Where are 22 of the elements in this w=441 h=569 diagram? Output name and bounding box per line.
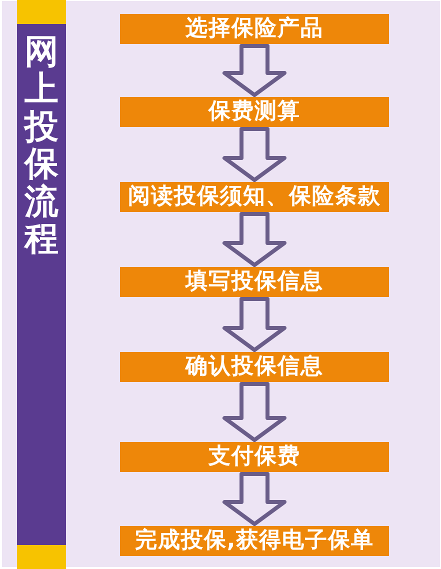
block-arrow — [222, 472, 286, 526]
block-arrow — [222, 382, 286, 442]
block-arrow — [222, 44, 286, 97]
process-step-box — [120, 352, 389, 382]
process-step-box — [120, 97, 389, 127]
step-label: 支付保费 — [208, 444, 300, 470]
process-step-box — [120, 526, 389, 556]
vertical-title: 网上投保流程 — [24, 34, 58, 258]
step-label: 阅读投保须知、保险条款 — [128, 184, 381, 210]
process-step-box — [120, 182, 389, 212]
step-label: 完成投保,获得电子保单 — [134, 528, 374, 554]
step-label: 填写投保信息 — [186, 270, 324, 294]
block-arrow — [222, 212, 286, 267]
block-arrow — [222, 297, 286, 352]
step-label: 保费测算 — [208, 100, 300, 124]
process-step-box — [120, 442, 389, 472]
step-label: 选择保险产品 — [186, 16, 324, 42]
step-label: 确认投保信息 — [186, 354, 324, 380]
block-arrow — [222, 127, 286, 182]
process-step-box — [120, 267, 389, 297]
title-band — [17, 0, 66, 569]
process-step-box — [120, 14, 389, 44]
